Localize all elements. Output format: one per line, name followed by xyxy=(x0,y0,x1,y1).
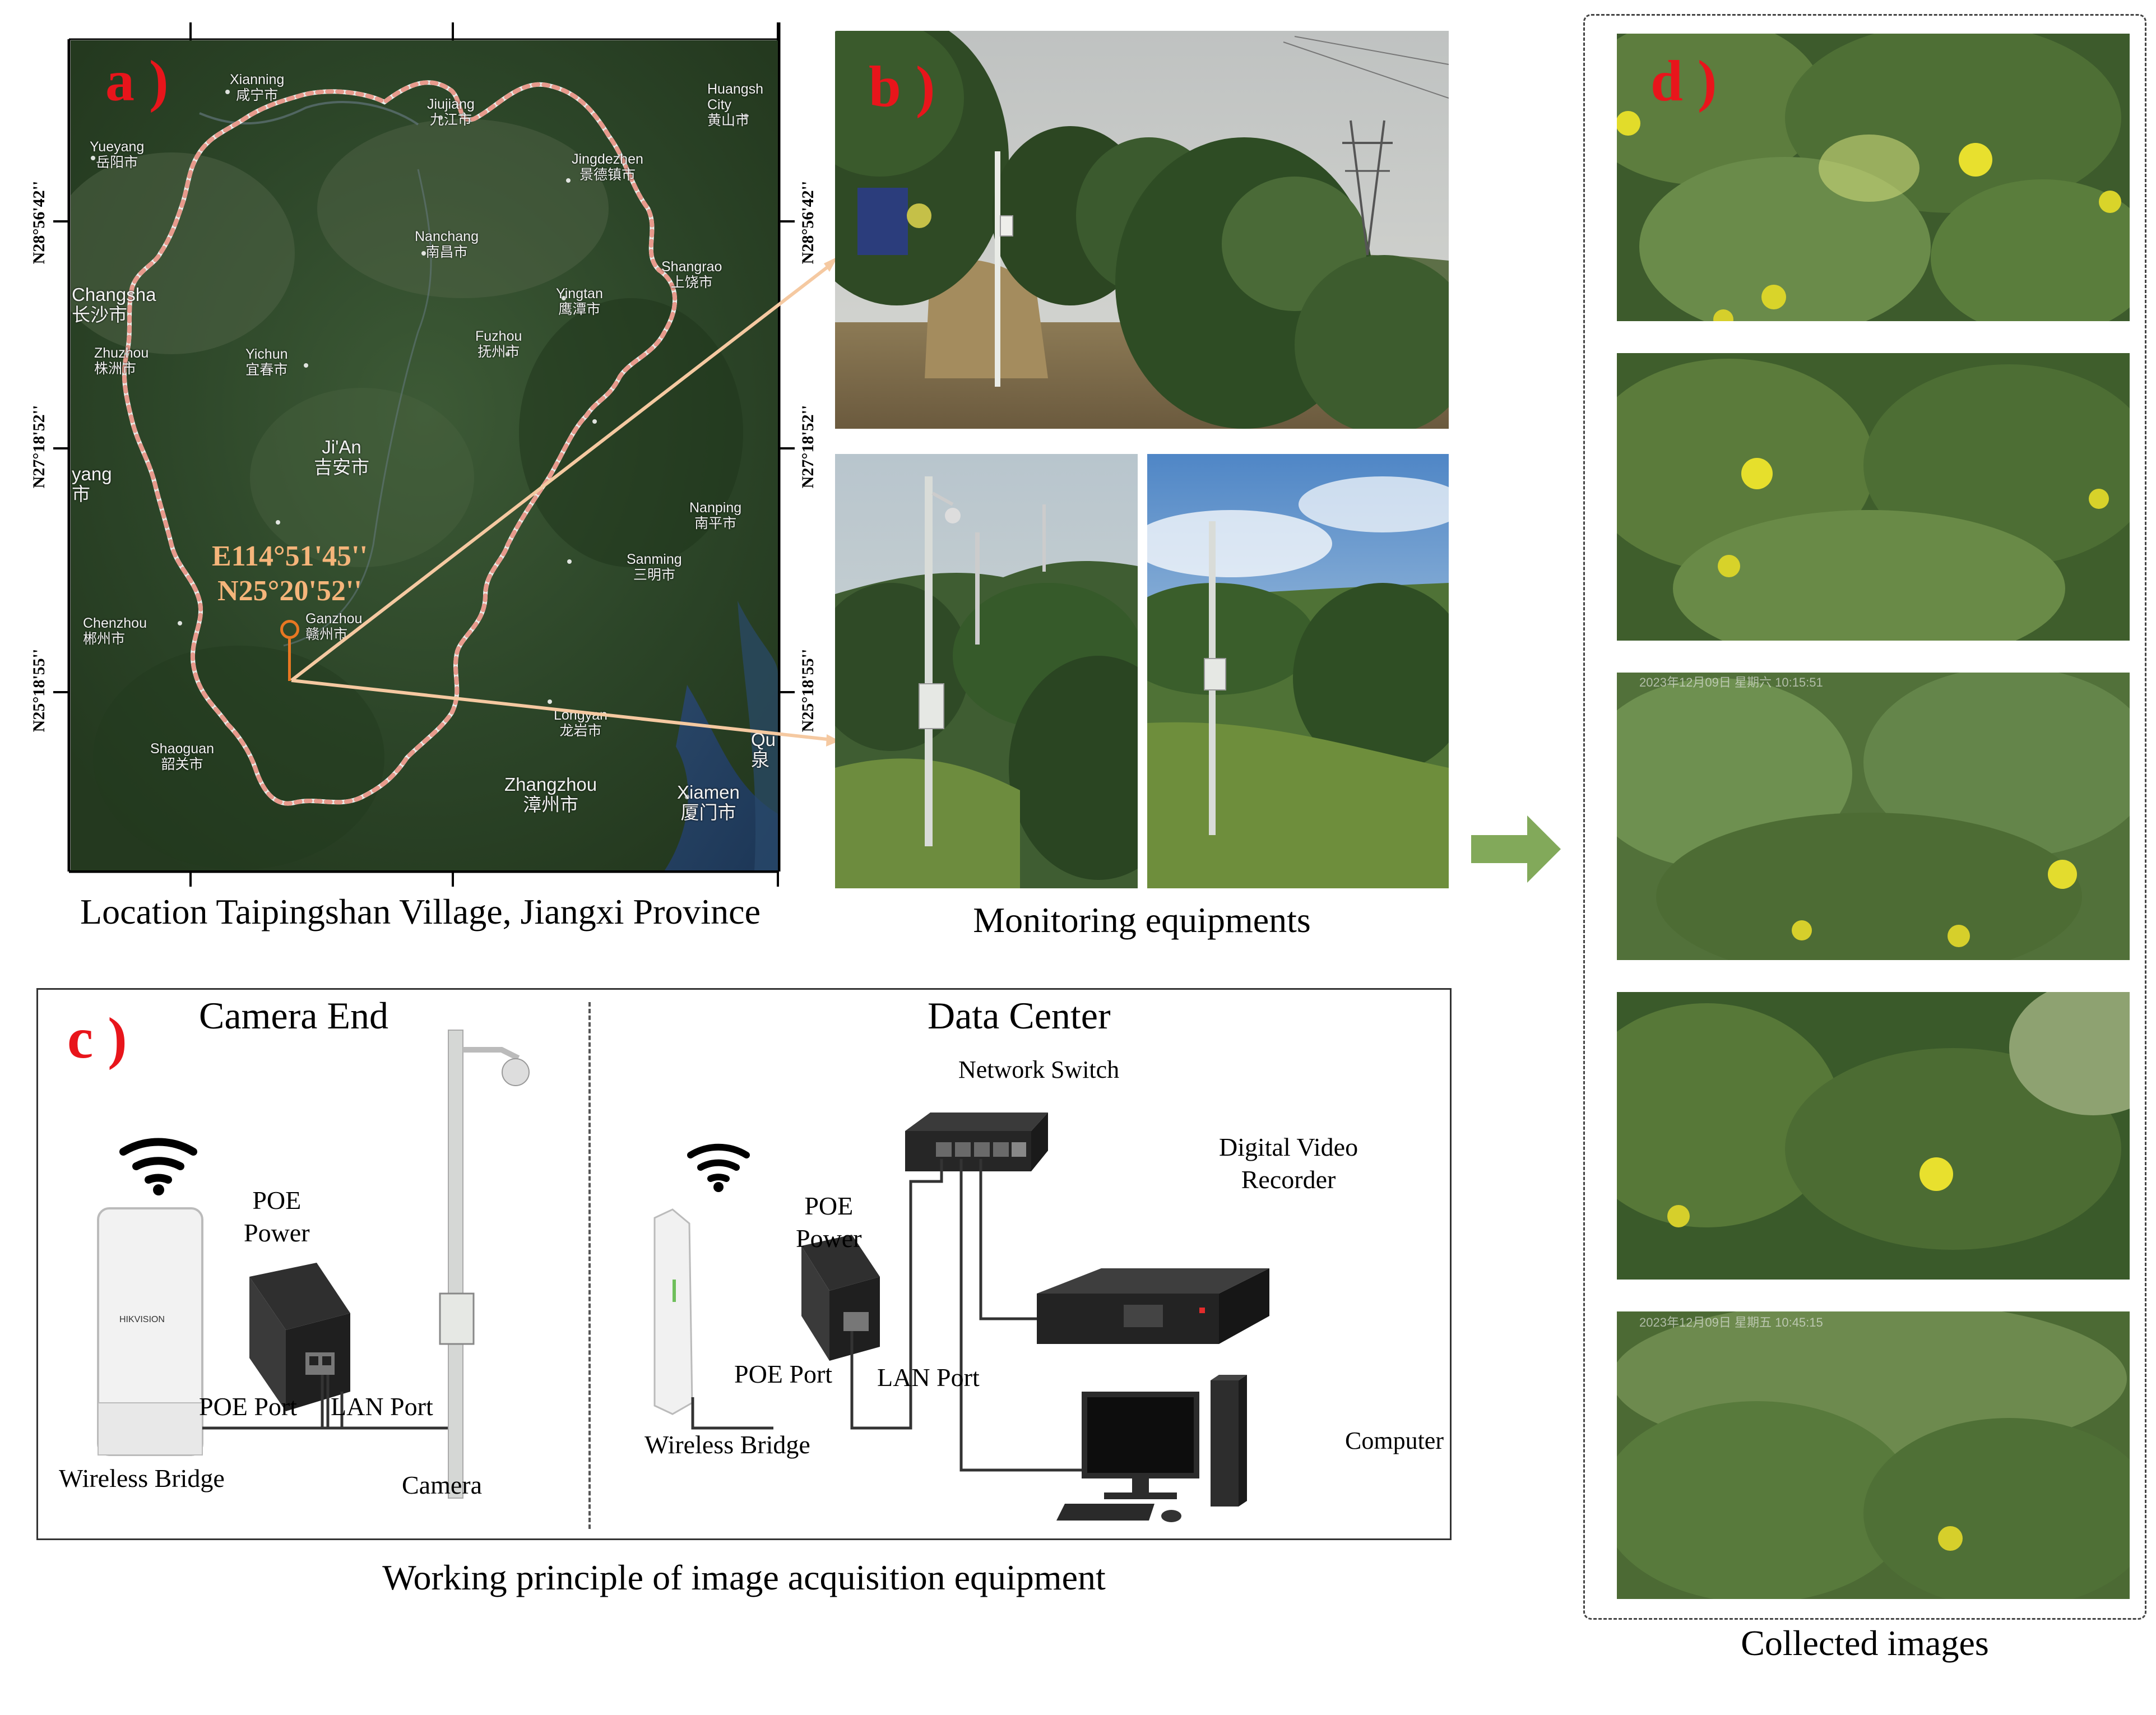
satellite-map xyxy=(71,40,778,870)
panel-c: c ) Camera End Data Center HIKVISION xyxy=(36,988,1454,1605)
panel-c-letter: c ) xyxy=(67,1006,127,1070)
collected-image xyxy=(1617,353,2130,641)
camera-label: Camera xyxy=(402,1471,483,1499)
panel-b: b ) xyxy=(835,31,1452,956)
collected-image: 2023年12月09日 星期六 10:15:51 xyxy=(1617,673,2130,960)
panel-a-caption: Location Taipingshan Village, Jiangxi Pr… xyxy=(80,892,761,931)
panel-d-caption: Collected images xyxy=(1741,1623,1989,1663)
poe-port-label: POE Port xyxy=(734,1360,833,1388)
collected-image xyxy=(1617,34,2130,321)
map-axes xyxy=(53,22,795,887)
network-switch-label: Network Switch xyxy=(958,1056,1120,1083)
location-marker-icon xyxy=(280,620,299,639)
camera-end-diagram xyxy=(97,1030,530,1499)
poe-port-label: POE Port xyxy=(199,1392,298,1421)
lan-port-label: LAN Port xyxy=(877,1363,980,1392)
lan-port-label: LAN Port xyxy=(331,1392,433,1421)
connector-lines xyxy=(290,257,840,747)
coords-label: E114°51'45'' N25°20'52'' xyxy=(212,540,368,607)
panel-b-caption: Monitoring equipments xyxy=(973,900,1311,940)
monitoring-photo-orchard xyxy=(835,31,1449,429)
wifi-icon xyxy=(687,1143,750,1182)
panel-d xyxy=(1583,14,2149,1687)
flow-arrow-icon xyxy=(1471,815,1561,883)
data-center-title: Data Center xyxy=(928,994,1111,1037)
image-timestamp: 2023年12月09日 星期六 10:15:51 xyxy=(1639,675,1823,689)
collected-image: 2023年12月09日 星期五 10:45:15 xyxy=(1617,1311,2130,1599)
camera-end-title: Camera End xyxy=(199,994,388,1037)
wifi-icon xyxy=(119,1138,197,1184)
panel-d-frame xyxy=(1583,14,2146,1620)
panel-a-letter: a ) xyxy=(105,49,169,113)
monitoring-photo-pole-1 xyxy=(835,454,1138,888)
panel-c-caption: Working principle of image acquisition e… xyxy=(382,1558,1106,1597)
computer-label: Computer xyxy=(1345,1427,1444,1454)
panel-c-frame xyxy=(36,988,1452,1540)
collected-image xyxy=(1617,992,2130,1280)
section-divider xyxy=(588,1002,591,1529)
panel-b-letter: b ) xyxy=(869,54,935,119)
bridge-brand-text: HIKVISION xyxy=(119,1315,165,1324)
data-center-diagram xyxy=(653,1113,1269,1522)
wireless-bridge-label: Wireless Bridge xyxy=(645,1430,810,1459)
wireless-bridge-label: Wireless Bridge xyxy=(59,1464,225,1492)
panel-d-letter: d ) xyxy=(1650,49,1717,113)
image-timestamp: 2023年12月09日 星期五 10:45:15 xyxy=(1639,1315,1823,1329)
marker-stem xyxy=(288,639,291,681)
monitoring-photo-pole-2 xyxy=(1147,454,1449,888)
